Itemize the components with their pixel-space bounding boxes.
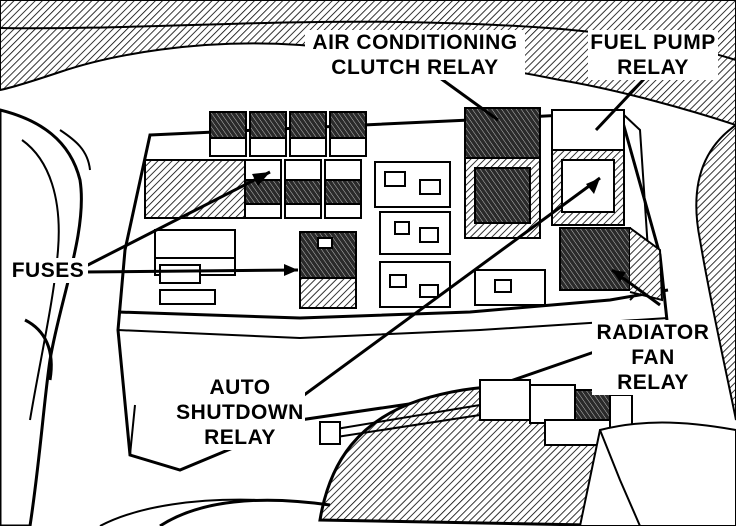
- radiator-fan-relay-line-2: FAN: [592, 345, 714, 370]
- auto-shutdown-relay-line-2: SHUTDOWN: [175, 400, 305, 425]
- fuel-pump-relay-line-1: FUEL PUMP: [588, 30, 718, 55]
- auto-shutdown-relay-label: AUTO SHUTDOWN RELAY: [175, 375, 305, 450]
- fuel-pump-relay-line-2: RELAY: [588, 55, 718, 80]
- left-strut: [0, 110, 81, 526]
- ac-clutch-relay-line-2: CLUTCH RELAY: [305, 55, 525, 80]
- auto-shutdown-relay-line-3: RELAY: [175, 425, 305, 450]
- leader-fuses-2: [82, 270, 298, 272]
- radiator-fan-relay-label: RADIATOR FAN RELAY: [592, 320, 714, 395]
- radiator-fan-relay-line-1: RADIATOR: [592, 320, 714, 345]
- fuse-row-middle: [145, 160, 361, 218]
- auto-shutdown-relay-block: [300, 232, 356, 308]
- ac-clutch-relay-label: AIR CONDITIONING CLUTCH RELAY: [305, 30, 525, 80]
- fuel-pump-relay-label: FUEL PUMP RELAY: [588, 30, 718, 80]
- fuses-label: FUSES: [8, 258, 88, 283]
- ac-clutch-relay-line-1: AIR CONDITIONING: [305, 30, 525, 55]
- fuses-text: FUSES: [8, 258, 88, 283]
- auto-shutdown-relay-line-1: AUTO: [175, 375, 305, 400]
- radiator-fan-relay-line-3: RELAY: [592, 370, 714, 395]
- ac-clutch-relay-block: [465, 108, 540, 238]
